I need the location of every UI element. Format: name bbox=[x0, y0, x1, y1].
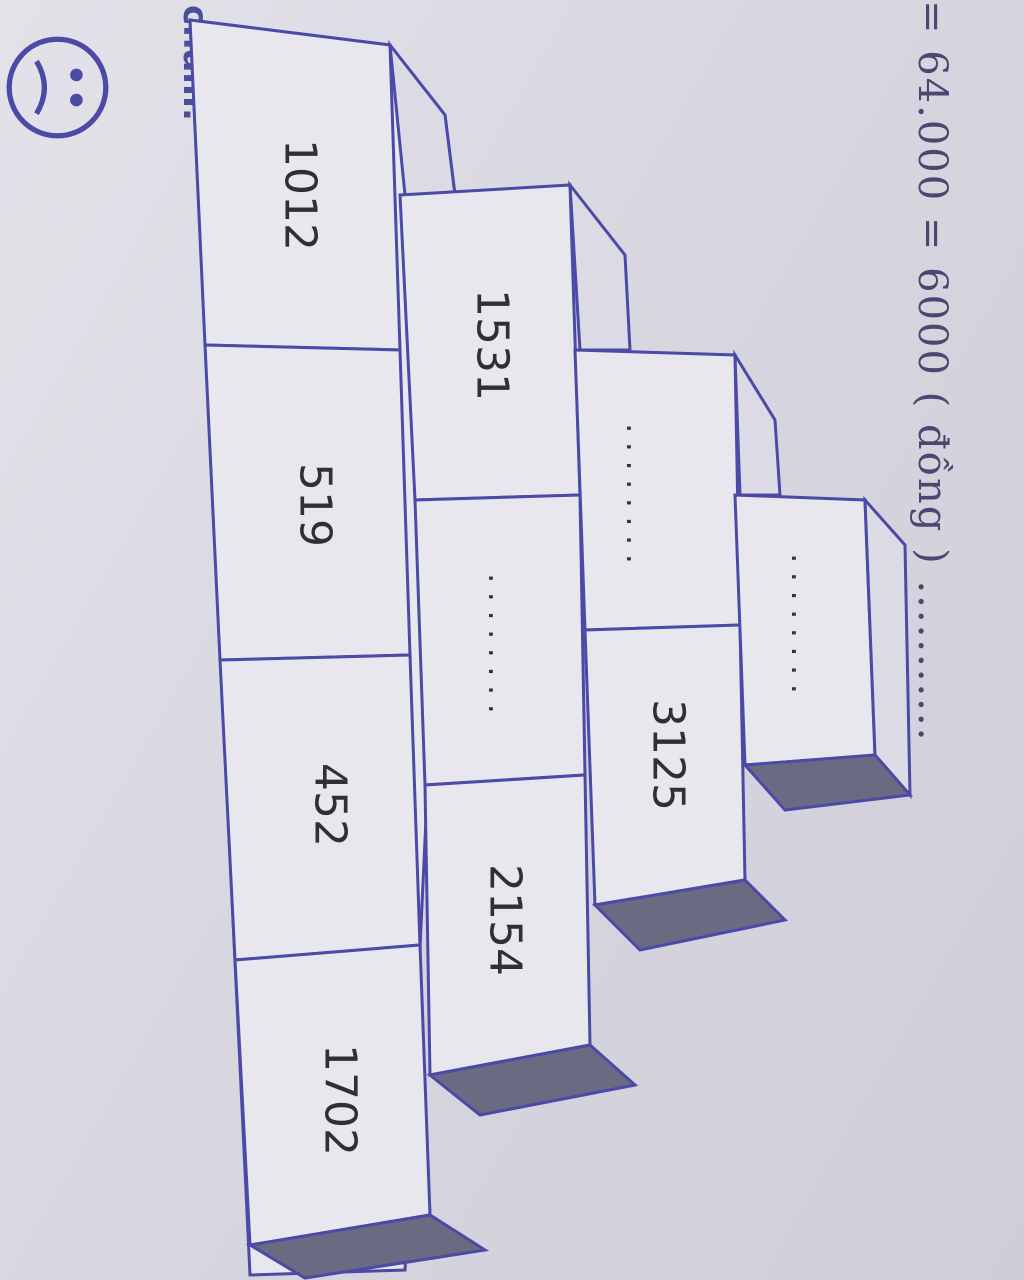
row1-value-3: 452 bbox=[304, 763, 356, 847]
row4-blank-1[interactable]: ........ bbox=[785, 550, 815, 700]
row1-value-4: 1702 bbox=[314, 1044, 366, 1156]
row3-bottom bbox=[591, 878, 789, 952]
row1-value-1: 1012 bbox=[274, 139, 326, 251]
sad-face-icon bbox=[6, 36, 109, 139]
row1-value-2: 519 bbox=[289, 463, 341, 547]
row3-blank-1[interactable]: ........ bbox=[620, 420, 650, 570]
row3-value-2: 3125 bbox=[642, 699, 694, 811]
row2-value-3: 2154 bbox=[479, 864, 531, 976]
row2-value-1: 1531 bbox=[466, 289, 518, 401]
row2-blank-2[interactable]: ........ bbox=[482, 570, 512, 720]
row3-side bbox=[733, 349, 782, 497]
row4-bottom bbox=[741, 753, 914, 812]
row1-bottom bbox=[245, 1213, 490, 1280]
row2-side bbox=[568, 180, 632, 352]
row3-box-1 bbox=[573, 348, 742, 632]
row2-bottom bbox=[426, 1043, 639, 1117]
